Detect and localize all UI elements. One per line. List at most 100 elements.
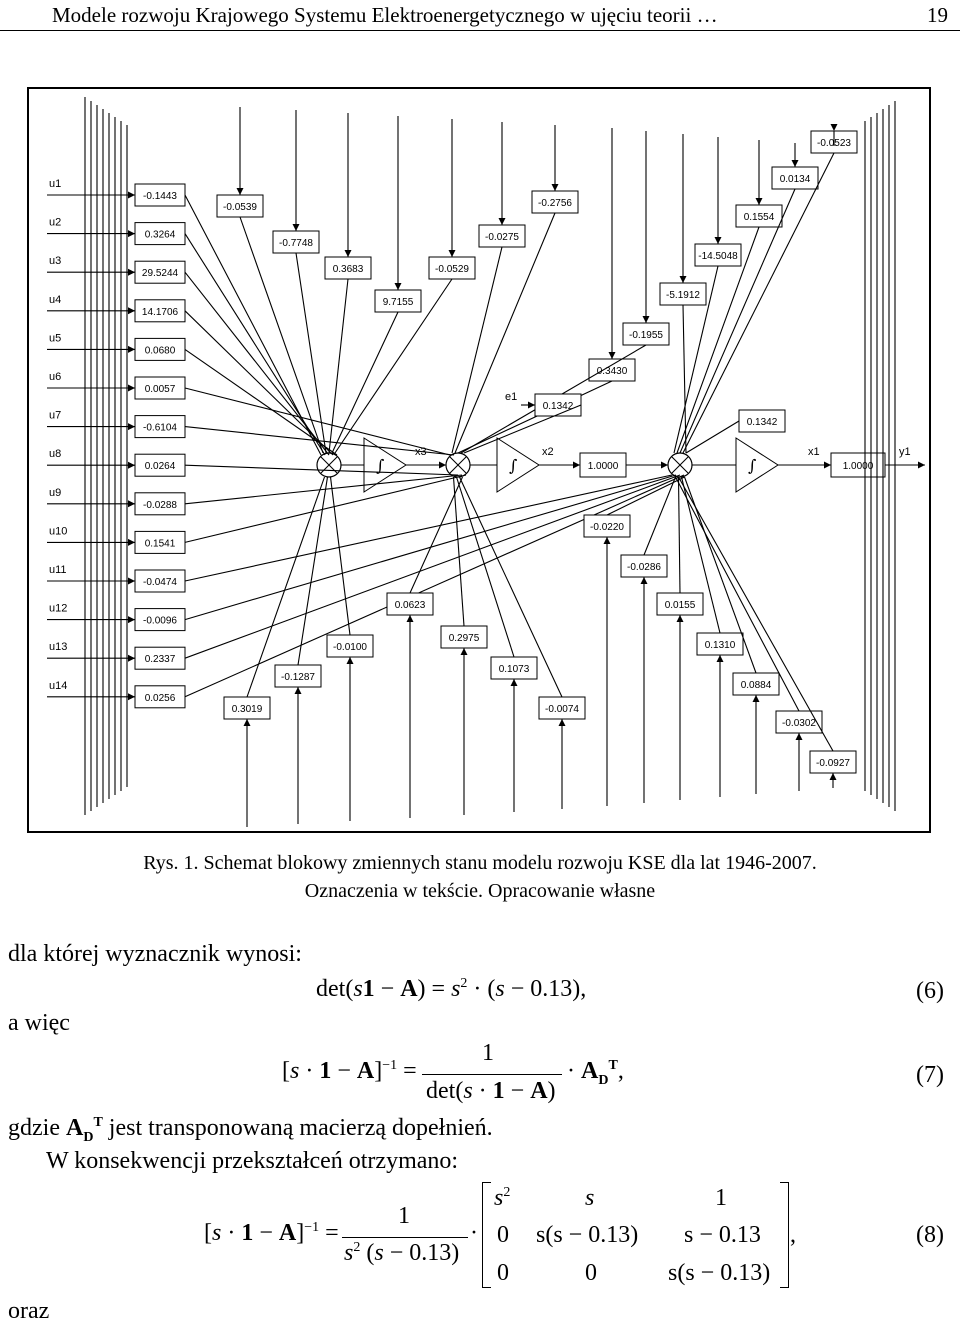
left-gain-link-9: [184, 474, 463, 505]
top-gain-link-6: [451, 246, 503, 454]
top-gain-arrow-2: [292, 224, 300, 231]
input-label-9: u9: [49, 487, 61, 499]
equation-8-comma: ,: [790, 1222, 796, 1248]
matrix-cell-2-3: s − 0.13: [684, 1222, 761, 1248]
paragraph-transposed: gdzie ADT jest transponowaną macierzą do…: [8, 1115, 493, 1145]
top-gain-arrow-13: [791, 160, 799, 167]
input-label-3: u3: [49, 255, 61, 267]
left-gain-link-5: [184, 348, 338, 456]
bottom-gain-arrow-11: [716, 655, 724, 662]
block-diagram-figure: ∫∫∫x3x21.0000x11.0000y1u1-0.1443u20.3264…: [27, 87, 931, 833]
input-arrow-3: [128, 268, 135, 276]
e1-gain-link: [463, 404, 582, 454]
figure-caption-line-1: Rys. 1. Schemat blokowy zmiennych stanu …: [143, 852, 817, 874]
matrix-cell-1-3: 1: [715, 1185, 727, 1211]
equation-7-lhs: [s · 1 − A]−1 =: [282, 1058, 417, 1084]
left-gain-link-11: [184, 474, 673, 582]
equation-7-adjugate: · ADT,: [567, 1058, 624, 1088]
left-gain-1-label: -0.1443: [143, 191, 177, 202]
bottom-gain-arrow-8: [603, 537, 611, 544]
left-gain-link-4: [184, 310, 334, 456]
equation-8-dot: ·: [470, 1220, 478, 1246]
paragraph-thus: a więc: [8, 1010, 70, 1036]
input-label-2: u2: [49, 217, 61, 229]
paragraph-and: oraz: [8, 1298, 50, 1324]
feedback-gain-link: [685, 420, 740, 454]
top-gain-link-4: [331, 311, 399, 454]
left-gain-link-3: [184, 271, 330, 456]
input-arrow-11: [128, 577, 135, 585]
left-gain-link-14: [184, 474, 685, 698]
bottom-gain-arrow-4: [406, 615, 414, 622]
gain-x1-label: 1.0000: [843, 461, 874, 472]
arrow-x2: [573, 461, 580, 469]
bottom-gain-9-label: -0.0286: [627, 562, 661, 573]
bottom-gain-arrow-5: [460, 648, 468, 655]
input-label-6: u6: [49, 371, 61, 383]
left-gain-9-label: -0.0288: [143, 500, 177, 511]
bottom-gain-5-label: 0.2975: [449, 633, 480, 644]
gain-x1: [830, 452, 886, 478]
matrix-left-bracket: [482, 1182, 491, 1288]
input-arrow-12: [128, 616, 135, 624]
left-gain-link-13: [184, 474, 681, 659]
bottom-gain-link-9: [643, 476, 677, 556]
input-arrow-10: [128, 538, 135, 546]
left-gain-10: [134, 530, 186, 554]
bottom-gain-arrow-1: [243, 719, 251, 726]
equation-7-denominator: det(s · 1 − A): [426, 1078, 556, 1104]
paragraph-determinant: dla której wyznacznik wynosi:: [8, 941, 302, 967]
input-label-1: u1: [49, 178, 61, 190]
left-gain-10-label: 0.1541: [145, 538, 176, 549]
paragraph-consequence: W konsekwencji przekształceń otrzymano:: [46, 1148, 459, 1174]
bottom-gain-arrow-3: [346, 657, 354, 664]
arrow-y1: [918, 461, 925, 469]
figure-frame: [27, 87, 931, 833]
top-gain-arrow-5: [448, 250, 456, 257]
equation-6: det(s1 − A) = s2 · (s − 0.13),: [316, 976, 587, 1002]
left-gain-12-label: -0.0096: [143, 616, 177, 627]
bottom-gain-link-1: [246, 476, 326, 698]
bottom-gain-arrow-10: [676, 615, 684, 622]
integrator-x1-symbol: ∫: [748, 456, 756, 475]
input-arrow-1: [128, 191, 135, 199]
bottom-gain-7-label: -0.0074: [545, 704, 579, 715]
header-title: Modele rozwoju Krajowego Systemu Elektro…: [52, 3, 718, 27]
top-gain-10-label: -5.1912: [666, 290, 700, 301]
left-gain-link-10: [184, 474, 467, 543]
bottom-gain-arrow-9: [640, 577, 648, 584]
bottom-gain-arrow-7: [558, 719, 566, 726]
bottom-gain-link-2: [297, 476, 329, 666]
top-gain-6-label: -0.0275: [485, 232, 519, 243]
running-header: Modele rozwoju Krajowego Systemu Elektro…: [0, 0, 960, 31]
top-gain-link-14: [682, 152, 835, 454]
bottom-gain-link-11: [680, 476, 721, 634]
bottom-gain-4-label: 0.0623: [395, 600, 426, 611]
equation-7-number: (7): [916, 1062, 944, 1088]
top-gain-4-label: 9.7155: [383, 297, 414, 308]
matrix-cell-3-2: 0: [585, 1260, 597, 1286]
bottom-gain-link-4: [409, 476, 464, 594]
matrix-right-bracket: [780, 1182, 789, 1288]
matrix-cell-1-1: s2: [494, 1185, 511, 1211]
input-arrow-14: [128, 693, 135, 701]
label-x1: x1: [808, 446, 820, 458]
input-arrow-5: [128, 345, 135, 353]
top-gain-link-11: [673, 265, 719, 454]
input-arrow-8: [128, 461, 135, 469]
bottom-gain-link-5: [452, 476, 465, 627]
input-arrow-9: [128, 500, 135, 508]
left-gain-4: [134, 299, 186, 323]
bottom-gain-link-8: [606, 476, 685, 516]
left-gain-7-label: -0.6104: [143, 423, 177, 434]
integrator-x3-symbol: ∫: [376, 456, 384, 475]
top-gain-arrow-9: [642, 316, 650, 323]
top-gain-11-label: -14.5048: [698, 251, 738, 262]
input-label-7: u7: [49, 410, 61, 422]
top-gain-13-label: 0.0134: [780, 174, 811, 185]
bottom-gain-link-3: [329, 476, 351, 636]
label-y1: y1: [899, 446, 911, 458]
label-x2: x2: [542, 446, 554, 458]
left-gain-5-label: 0.0680: [145, 345, 176, 356]
input-arrow-2: [128, 230, 135, 238]
